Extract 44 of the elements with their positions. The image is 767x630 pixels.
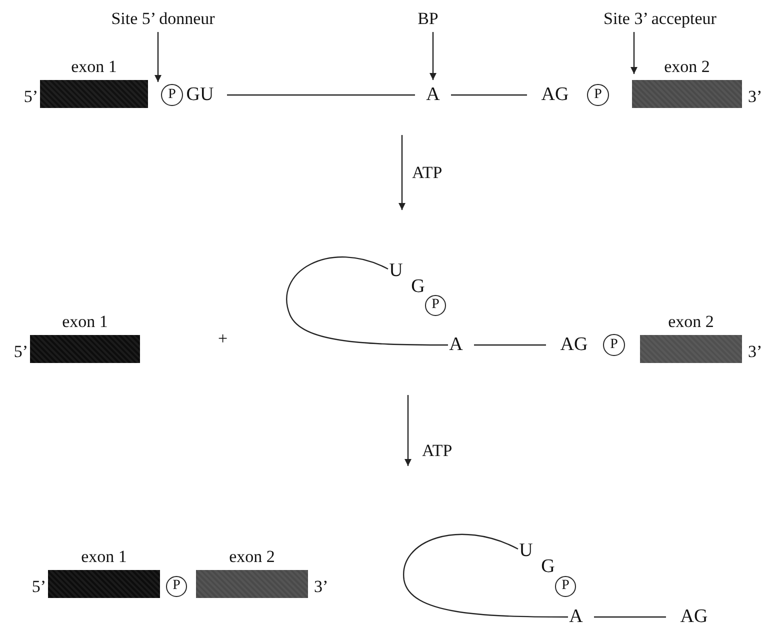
exon-label: exon 2: [228, 546, 276, 568]
nucleotide-label: A: [568, 606, 584, 628]
site-label: BP: [412, 8, 444, 30]
strand-end-label: 3’: [314, 576, 328, 598]
rna-strand-line: [474, 344, 546, 346]
phosphate-circle: P: [166, 576, 187, 597]
nucleotide-label: A: [448, 334, 464, 356]
rna-strand-line: [403, 534, 568, 618]
rna-strand-line: [451, 94, 527, 96]
strand-end-label: 3’: [748, 86, 762, 108]
reagent-label: ATP: [412, 162, 442, 184]
phosphate-circle: P: [161, 84, 183, 106]
exon-label: exon 1: [61, 311, 109, 333]
strand-end-label: 5’: [14, 341, 28, 363]
nucleotide-label: AG: [537, 84, 573, 106]
phosphate-circle: P: [587, 84, 609, 106]
phosphate-circle: P: [555, 576, 576, 597]
exon-label: exon 2: [667, 311, 715, 333]
site-label: Site 3’ accepteur: [570, 8, 750, 30]
nucleotide-label: A: [425, 84, 441, 106]
strand-end-label: 5’: [24, 86, 38, 108]
strand-end-label: 3’: [748, 341, 762, 363]
pointer-arrow: [430, 32, 436, 80]
exon-label: exon 1: [70, 56, 118, 78]
rna-strand-line: [286, 256, 448, 346]
nucleotide-label: U: [518, 540, 534, 562]
phosphate-circle: P: [425, 295, 446, 316]
reagent-label: ATP: [422, 440, 452, 462]
rna-strand-line: [594, 616, 666, 618]
nucleotide-label: U: [388, 260, 404, 282]
nucleotide-label: G: [410, 276, 426, 298]
nucleotide-label: AG: [676, 606, 712, 628]
phosphate-circle: P: [603, 334, 625, 356]
rna-strand-line: [227, 94, 415, 96]
pointer-arrow: [630, 32, 638, 74]
strand-end-label: 5’: [32, 576, 46, 598]
exon-label: exon 2: [663, 56, 711, 78]
nucleotide-label: G: [540, 556, 556, 578]
nucleotide-label: AG: [556, 334, 592, 356]
pointer-arrow: [154, 32, 162, 82]
plus-sign: +: [218, 328, 228, 350]
site-label: Site 5’ donneur: [88, 8, 238, 30]
exon-label: exon 1: [80, 546, 128, 568]
nucleotide-label: GU: [183, 84, 217, 106]
